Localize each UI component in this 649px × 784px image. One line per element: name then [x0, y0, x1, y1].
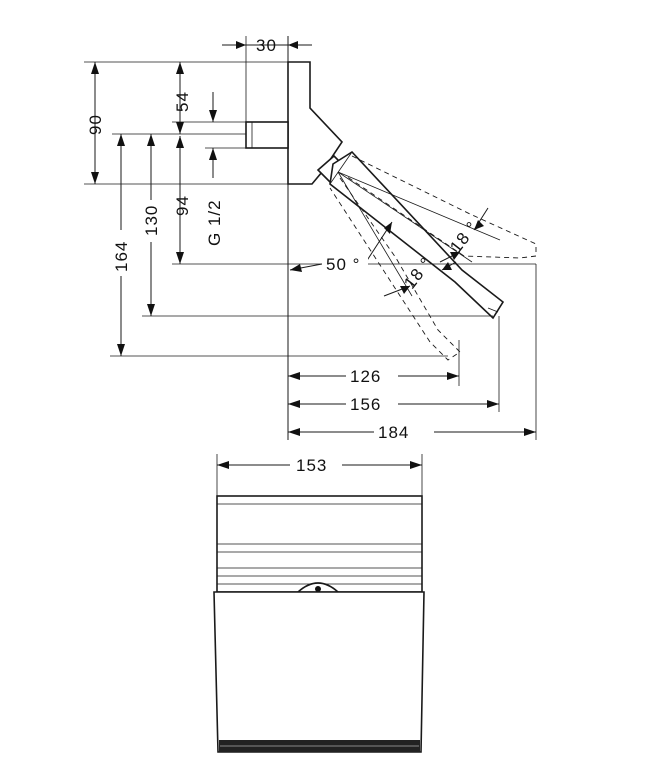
shower-head-face [213, 591, 425, 753]
dimension-54-label: 54 [173, 91, 192, 112]
dimension-126-label: 126 [350, 367, 381, 386]
dimension-130: 130 [141, 134, 161, 316]
dimension-156-label: 156 [350, 395, 381, 414]
tilt-position-upper [345, 155, 537, 259]
dimension-164: 164 [111, 134, 131, 356]
front-view: 153 [213, 453, 425, 753]
angle-50-label: 50 ° [326, 255, 360, 274]
dimension-90: 90 [86, 62, 105, 184]
dimension-30-label: 30 [256, 36, 277, 55]
dimension-164-label: 164 [112, 241, 131, 272]
inlet-connector [245, 121, 289, 149]
dimension-126: 126 [288, 364, 459, 386]
dimension-153: 153 [216, 453, 423, 498]
dimension-94-label: 94 [173, 195, 192, 216]
dimension-130-label: 130 [142, 205, 161, 236]
dimension-184: 184 [288, 420, 536, 442]
thread-label: G 1/2 [205, 199, 224, 246]
thread-dimension: G 1/2 [205, 92, 246, 246]
dimension-153-label: 153 [296, 456, 327, 475]
angle-50: 50 ° [289, 221, 393, 274]
dimension-54: 54 [173, 62, 192, 134]
dimension-90-label: 90 [86, 114, 105, 135]
dimension-30: 30 [222, 36, 312, 122]
button-dot [315, 586, 321, 592]
side-view: 30 90 54 G 1/2 [84, 36, 537, 442]
dimension-156: 156 [288, 392, 499, 414]
dimension-184-label: 184 [378, 423, 409, 442]
dimension-94: 94 [173, 136, 192, 264]
